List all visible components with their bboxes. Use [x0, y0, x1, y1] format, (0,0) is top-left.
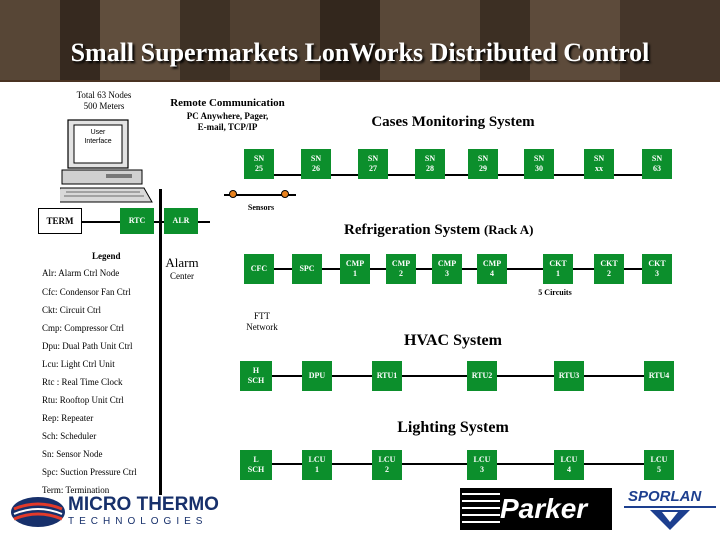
sensor-dot: [229, 190, 237, 198]
legend-item: Sn: Sensor Node: [42, 449, 103, 459]
sporlan-logo: SPORLAN: [624, 486, 716, 532]
network-wire: [159, 189, 162, 495]
circuits-label: 5 Circuits: [520, 288, 590, 297]
rtc-node: RTC: [120, 208, 154, 234]
refrigeration-node: CFC: [244, 254, 274, 284]
lighting-heading: Lighting System: [380, 419, 526, 437]
parker-logo: Parker: [460, 488, 612, 530]
hvac-node: RTU2: [467, 361, 497, 391]
legend-item: Alr: Alarm Ctrl Node: [42, 268, 119, 278]
legend-item: Cfc: Condensor Fan Ctrl: [42, 287, 131, 297]
refrigeration-node: SPC: [292, 254, 322, 284]
hvac-heading: HVAC System: [380, 332, 526, 350]
micro-thermo-swirl-icon: [10, 495, 66, 529]
remote-communication-heading: Remote Communication: [160, 97, 295, 109]
sporlan-emblem-icon: [624, 486, 716, 532]
sensors-label: Sensors: [236, 203, 286, 212]
micro-thermo-logo: MICRO THERMO TECHNOLOGIES: [10, 494, 206, 530]
cases-monitoring-heading: Cases Monitoring System: [340, 114, 566, 131]
title-bar: Small Supermarkets LonWorks Distributed …: [0, 0, 720, 82]
term-node: TERM: [38, 208, 82, 234]
ftt-network-label: FTT Network: [232, 311, 292, 333]
legend-item: Cmp: Compressor Ctrl: [42, 323, 124, 333]
hvac-node: RTU4: [644, 361, 674, 391]
legend-item: Rtc : Real Time Clock: [42, 377, 123, 387]
remote-communication-detail: PC Anywhere, Pager, E-mail, TCP/IP: [160, 111, 295, 133]
hvac-node: RTU1: [372, 361, 402, 391]
micro-thermo-tagline: TECHNOLOGIES: [68, 516, 207, 527]
sensor-dot: [281, 190, 289, 198]
micro-thermo-wordmark: MICRO THERMO: [68, 494, 219, 516]
refrigeration-heading: Refrigeration System (Rack A): [344, 222, 533, 239]
hvac-node: DPU: [302, 361, 332, 391]
legend-item: Spc: Suction Pressure Ctrl: [42, 467, 137, 477]
legend-item: Rep: Repeater: [42, 413, 93, 423]
legend-item: Sch: Scheduler: [42, 431, 96, 441]
legend-item: Lcu: Light Ctrl Unit: [42, 359, 115, 369]
alarm-center-label: Alarm Center: [152, 256, 212, 282]
legend-title: Legend: [92, 251, 121, 261]
legend-item: Ckt: Circuit Ctrl: [42, 305, 101, 315]
legend-item: Rtu: Rooftop Unit Ctrl: [42, 395, 124, 405]
alr-node: ALR: [164, 208, 198, 234]
hvac-node: RTU3: [554, 361, 584, 391]
user-interface-label: User Interface: [74, 128, 122, 146]
total-nodes-label: Total 63 Nodes 500 Meters: [62, 90, 146, 112]
parker-wordmark: Parker: [500, 492, 587, 526]
page-title: Small Supermarkets LonWorks Distributed …: [0, 36, 720, 70]
legend-item: Dpu: Dual Path Unit Ctrl: [42, 341, 133, 351]
